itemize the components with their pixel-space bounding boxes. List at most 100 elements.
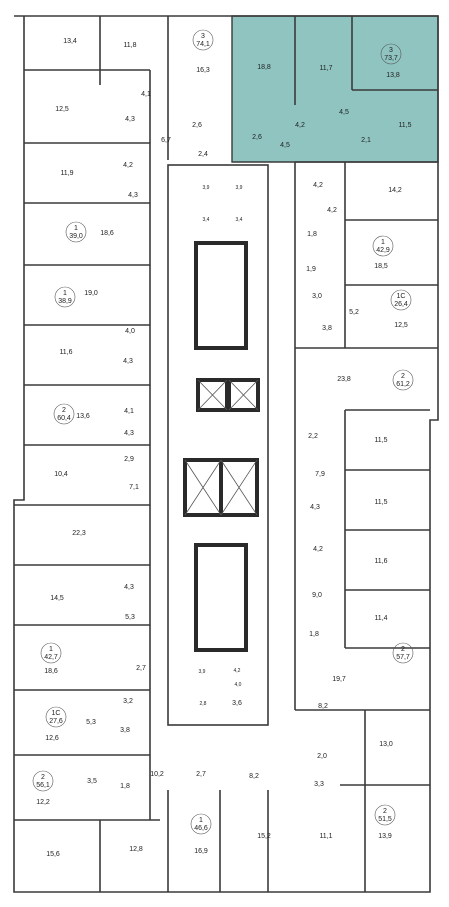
left-partitions (14, 16, 169, 892)
room-area-label: 12,6 (45, 735, 59, 742)
room-area-label: 4,0 (235, 682, 242, 688)
apartment-badge-ring (390, 289, 412, 311)
room-area-label: 1,9 (306, 266, 316, 273)
room-area-label: 3,4 (203, 217, 210, 223)
room-area-label: 4,3 (124, 584, 134, 591)
apartment-room-count: 3 (201, 33, 205, 40)
room-area-label: 4,3 (123, 358, 133, 365)
apartment-total-area: 27,6 (49, 718, 63, 725)
elevator-2 (227, 378, 260, 412)
room-area-label: 3,6 (232, 700, 242, 707)
room-area-label: 4,0 (125, 328, 135, 335)
apartment-badge[interactable]: 374,1 (192, 29, 214, 51)
apartment-badge[interactable]: 251,5 (374, 804, 396, 826)
room-area-label: 12,5 (394, 322, 408, 329)
stair-bottom (194, 543, 248, 652)
apartment-badge-ring (65, 221, 87, 243)
building-outline (13, 15, 439, 893)
apartment-badge[interactable]: 373,7 (380, 43, 402, 65)
stair-top (194, 241, 248, 350)
room-area-label: 11,5 (374, 499, 387, 506)
room-area-label: 4,2 (295, 122, 305, 129)
room-area-label: 6,7 (161, 137, 171, 144)
room-area-label: 8,2 (249, 773, 259, 780)
room-area-label: 16,3 (196, 67, 210, 74)
apartment-total-area: 26,4 (394, 301, 408, 308)
room-area-label: 1,8 (307, 231, 317, 238)
room-area-label: 3,5 (87, 778, 97, 785)
room-area-label: 8,2 (318, 703, 328, 710)
apartment-room-count: 2 (41, 774, 45, 781)
apartment-badge-ring (190, 813, 212, 835)
room-area-label: 2,4 (198, 151, 208, 158)
room-area-label: 2,6 (192, 122, 202, 129)
room-area-label: 2,0 (317, 753, 327, 760)
room-area-label: 12,2 (36, 799, 50, 806)
room-area-label: 13,8 (386, 72, 400, 79)
apartment-badge-ring (372, 235, 394, 257)
room-area-label: 7,1 (129, 484, 139, 491)
apartment-total-area: 73,7 (384, 55, 398, 62)
room-area-label: 4,2 (234, 668, 241, 674)
apartment-total-area: 56,1 (36, 782, 50, 789)
right-partitions (219, 16, 438, 892)
apartment-badge[interactable]: 138,9 (54, 286, 76, 308)
apartment-badge-ring (374, 804, 396, 826)
apartment-badge[interactable]: 261,2 (392, 369, 414, 391)
room-area-label: 2,2 (308, 433, 318, 440)
room-area-label: 3,8 (322, 325, 332, 332)
apartment-badge[interactable]: 260,4 (53, 403, 75, 425)
room-area-label: 11,9 (60, 170, 73, 177)
room-area-label: 14,2 (388, 187, 402, 194)
room-area-label: 11,7 (319, 65, 332, 72)
room-area-label: 18,8 (257, 64, 271, 71)
room-area-label: 5,3 (125, 614, 135, 621)
apartment-room-count: 1 (74, 225, 78, 232)
apartment-badge-ring (40, 642, 62, 664)
apartment-total-area: 38,9 (58, 298, 72, 305)
room-area-label: 12,8 (129, 846, 143, 853)
room-area-label: 18,6 (44, 668, 58, 675)
apartment-badge[interactable]: 142,9 (372, 235, 394, 257)
apartment-room-count: 2 (401, 373, 405, 380)
room-area-label: 2,7 (196, 771, 206, 778)
apartment-total-area: 61,2 (396, 381, 410, 388)
room-area-label: 13,4 (63, 38, 77, 45)
room-area-label: 18,5 (374, 263, 388, 270)
apartment-badge-ring (380, 43, 402, 65)
room-area-label: 3,9 (236, 185, 243, 191)
room-area-label: 4,2 (327, 207, 337, 214)
room-area-label: 3,9 (203, 185, 210, 191)
room-area-label: 1,8 (120, 783, 130, 790)
apartment-badge[interactable]: 139,0 (65, 221, 87, 243)
apartment-badge[interactable]: 256,1 (32, 770, 54, 792)
central-corridor (167, 164, 269, 726)
apartment-badge[interactable]: 146,6 (190, 813, 212, 835)
apartment-total-area: 51,5 (378, 816, 392, 823)
apartment-badge-ring (53, 403, 75, 425)
apartment-badge[interactable]: 257,7 (392, 642, 414, 664)
room-area-label: 4,3 (310, 504, 320, 511)
apartment-room-count: 1 (63, 290, 67, 297)
highlighted-apartment[interactable] (231, 15, 439, 163)
room-area-label: 14,5 (50, 595, 64, 602)
room-area-label: 2,1 (361, 137, 371, 144)
room-area-label: 3,9 (199, 669, 206, 675)
room-area-label: 4,1 (141, 91, 151, 98)
room-area-label: 7,9 (315, 471, 325, 478)
apartment-room-count: 2 (401, 646, 405, 653)
apartment-badge[interactable]: 142,7 (40, 642, 62, 664)
apartment-room-count: 2 (383, 808, 387, 815)
elevator-4 (219, 458, 259, 517)
room-area-label: 9,0 (312, 592, 322, 599)
room-area-label: 13,0 (379, 741, 393, 748)
room-area-label: 4,2 (313, 546, 323, 553)
room-area-label: 11,1 (319, 833, 332, 840)
apartment-badge-ring (392, 369, 414, 391)
apartment-badge-ring (45, 706, 67, 728)
apartment-room-count: 1 (49, 646, 53, 653)
